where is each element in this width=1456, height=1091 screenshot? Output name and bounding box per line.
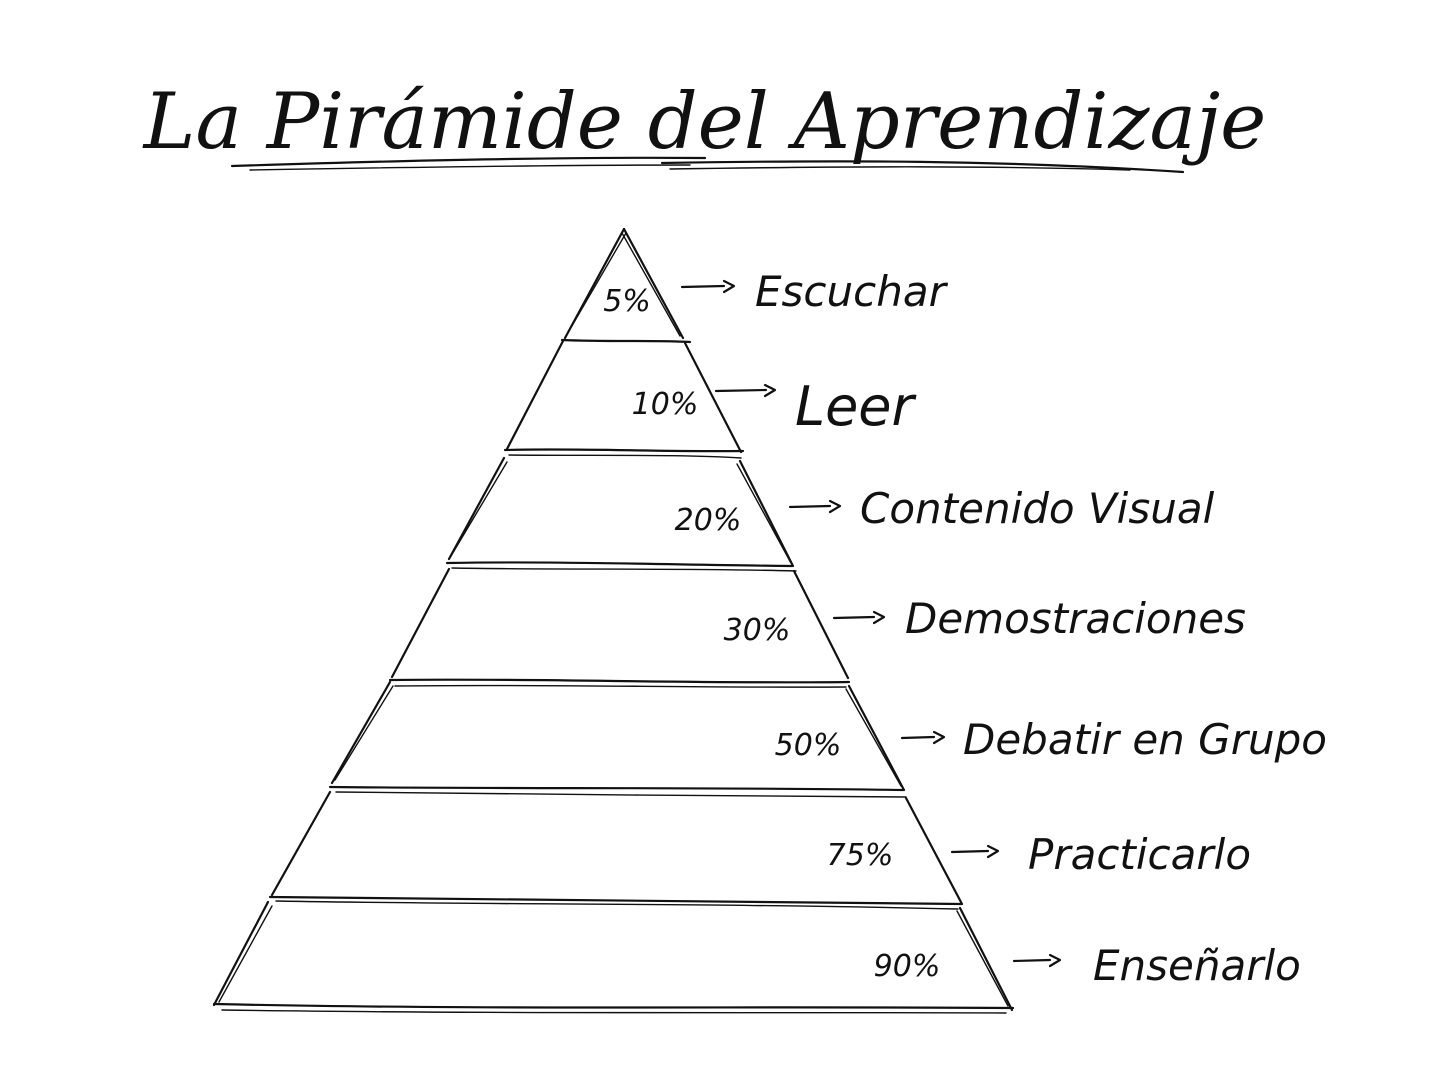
arrow-right-icon: [950, 844, 1000, 859]
pyramid-level-2: 10% Leer: [632, 375, 917, 438]
level-percent: 30%: [724, 613, 791, 648]
pyramid-level-3: 20% Contenido Visual: [675, 484, 1215, 538]
level-label: Demostraciones: [905, 594, 1246, 643]
pyramid-level-7: 90% Enseñarlo: [874, 941, 1301, 990]
level-label: Escuchar: [755, 267, 949, 316]
level-label: Enseñarlo: [1093, 941, 1301, 990]
pyramid-level-6: 75% Practicarlo: [827, 830, 1251, 879]
level-percent: 20%: [675, 503, 742, 538]
level-label: Contenido Visual: [860, 484, 1215, 533]
level-percent: 90%: [874, 949, 941, 984]
page-title: La Pirámide del Aprendizaje: [142, 77, 1267, 167]
pyramid-level-5: 50% Debatir en Grupo: [775, 715, 1327, 764]
level-label: Debatir en Grupo: [963, 715, 1327, 764]
pyramid: [212, 227, 1015, 1014]
title-underline: [230, 156, 1185, 174]
level-label: Practicarlo: [1028, 830, 1251, 879]
arrow-right-icon: [680, 279, 736, 294]
level-percent: 75%: [827, 838, 894, 873]
level-label: Leer: [795, 375, 917, 438]
arrow-right-icon: [1012, 953, 1062, 968]
pyramid-level-1: 5% Escuchar: [603, 267, 948, 319]
level-percent: 10%: [632, 387, 699, 422]
arrow-right-icon: [714, 383, 777, 398]
level-percent: 50%: [775, 728, 842, 763]
level-percent: 5%: [603, 284, 651, 319]
pyramid-level-4: 30% Demostraciones: [724, 594, 1246, 648]
arrow-right-icon: [788, 499, 842, 514]
arrow-right-icon: [900, 730, 946, 745]
arrow-right-icon: [832, 610, 886, 625]
